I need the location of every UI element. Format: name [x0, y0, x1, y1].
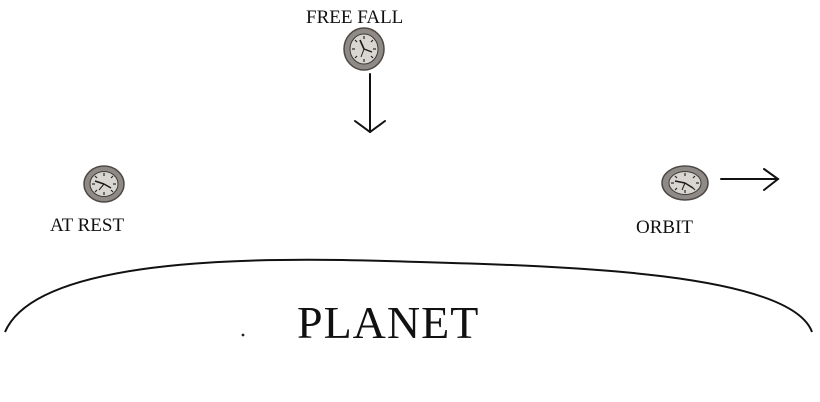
clock-icon — [343, 27, 385, 71]
free-fall-label: FREE FALL — [306, 7, 404, 28]
orbit-label: ORBIT — [636, 217, 693, 238]
planet-surface-arc — [4, 258, 813, 333]
speck-mark — [241, 333, 245, 337]
at-rest-label: AT REST — [50, 215, 125, 236]
clock-icon — [661, 165, 709, 201]
planet-label: PLANET — [297, 297, 480, 348]
arrow-down-icon — [354, 73, 386, 134]
clock-icon — [83, 165, 125, 203]
arrow-right-icon — [720, 168, 780, 191]
